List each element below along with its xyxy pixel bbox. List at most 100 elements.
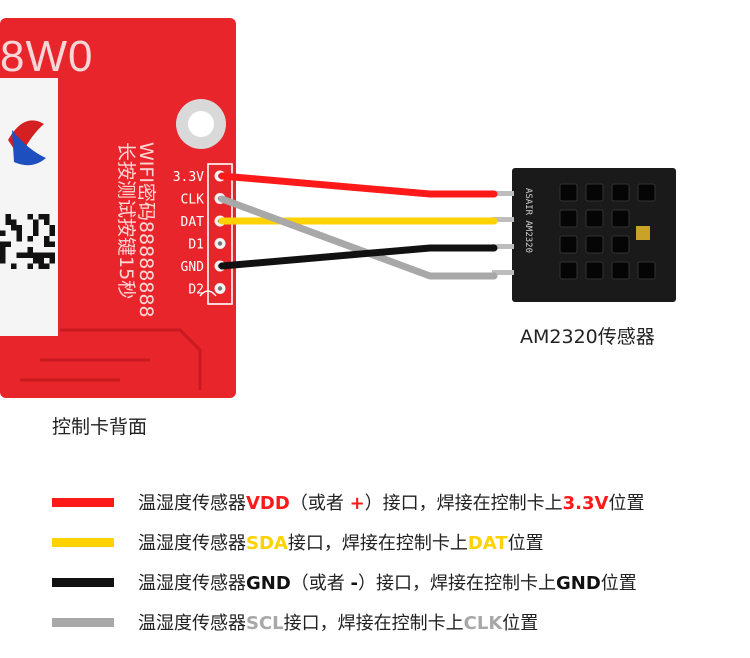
qr-module [33,258,39,264]
legend-pin: SCL [246,613,284,634]
vent-slot [559,183,578,202]
legend-target: 3.3V [562,493,609,514]
legend-mid: （或者 [289,493,350,514]
pin-label: CLK [181,193,205,208]
board-model-text: 8W0 [0,32,94,81]
sensor-vent-grid [559,183,656,280]
qr-module [11,225,17,231]
legend-text: 温湿度传感器SDA接口，焊接在控制卡上DAT位置 [138,529,544,555]
legend-row: 温湿度传感器VDD（或者 +）接口，焊接在控制卡上3.3V位置 [52,482,742,522]
qr-module [0,258,6,264]
legend-suffix: ）接口，焊接在控制卡上 [358,573,556,594]
pin-label: D2 [188,283,204,298]
legend-suffix-2: 位置 [600,573,637,594]
legend-row: 温湿度传感器SCL接口，焊接在控制卡上CLK位置 [52,602,742,642]
qr-module [27,236,33,242]
qr-module [44,236,50,242]
legend-suffix-2: 位置 [507,533,544,554]
sensor-caption: AM2320传感器 [520,326,655,348]
legend-prefix: 温湿度传感器 [138,493,246,514]
qr-module [49,258,55,264]
qr-module [33,225,39,231]
legend-row: 温湿度传感器GND（或者 -）接口，焊接在控制卡上GND位置 [52,562,742,602]
legend-suffix: ）接口，焊接在控制卡上 [364,493,563,514]
qr-module [38,263,44,269]
vent-slot [585,261,604,280]
qr-module [16,236,22,242]
pin-label: DAT [181,215,205,230]
qr-module [22,252,28,258]
qr-module [38,214,44,220]
legend-pin: SDA [246,533,288,554]
wire-black [218,244,498,270]
vent-slot [585,235,604,254]
qr-module [33,219,39,225]
wiring-legend: 温湿度传感器VDD（或者 +）接口，焊接在控制卡上3.3V位置 温湿度传感器SD… [52,482,742,642]
legend-text: 温湿度传感器SCL接口，焊接在控制卡上CLK位置 [138,609,538,635]
legend-swatch [52,577,114,587]
qr-module [44,252,50,258]
vent-slot [611,209,630,228]
legend-prefix: 温湿度传感器 [138,573,246,594]
pin-header-notch [199,290,217,297]
vent-slot [559,235,578,254]
qr-module [44,263,50,269]
qr-module [44,214,50,220]
legend-suffix-2: 位置 [608,493,645,514]
qr-module [33,252,39,258]
legend-suffix: 接口，焊接在控制卡上 [283,613,464,634]
qr-module [5,214,11,220]
qr-module [27,263,33,269]
qr-module [0,252,6,258]
qr-module [16,230,22,236]
qr-module [38,258,44,264]
vent-slot [611,235,630,254]
legend-swatch [52,497,114,507]
mounting-hole [188,111,214,137]
legend-swatch [52,537,114,547]
legend-sym: + [349,493,365,514]
board-caption: 控制卡背面 [52,416,148,438]
qr-module [27,247,33,253]
qr-module [27,214,33,220]
qr-module [5,219,11,225]
board-trace [60,328,202,390]
qr-module [5,241,11,247]
legend-prefix: 温湿度传感器 [138,613,246,634]
legend-pin: GND [246,573,291,594]
legend-row: 温湿度传感器SDA接口，焊接在控制卡上DAT位置 [52,522,742,562]
qr-module [0,230,6,236]
qr-module [11,219,17,225]
vent-slot [585,183,604,202]
qr-module [49,252,55,258]
wire-gray [218,195,498,280]
sensor-marking: ASAIR AM2320 [523,188,533,253]
control-board [0,18,236,398]
qr-module [11,263,17,269]
legend-sym: - [350,573,358,594]
legend-target: DAT [467,533,508,554]
sensor-chip [636,226,650,240]
legend-text: 温湿度传感器VDD（或者 +）接口，焊接在控制卡上3.3V位置 [138,489,644,515]
pin-hole [217,241,223,246]
qr-module [0,247,6,253]
qr-module [16,225,22,231]
vent-slot [611,261,630,280]
qr-module [49,241,55,247]
legend-target: GND [556,573,601,594]
pin-label: 3.3V [173,170,204,185]
legend-suffix-2: 位置 [502,613,539,634]
vent-slot [611,183,630,202]
legend-target: CLK [463,613,503,634]
board-vertical-text-2: WIFI密码88888888 [135,142,157,318]
wire-red [218,172,498,198]
pin-header-outline [207,163,233,305]
qr-module [16,252,22,258]
qr-code [0,214,55,269]
qr-module [49,225,55,231]
legend-mid: （或者 [290,573,351,594]
vent-slot [585,209,604,228]
legend-prefix: 温湿度传感器 [138,533,246,554]
qr-module [44,241,50,247]
qr-module [27,252,33,258]
